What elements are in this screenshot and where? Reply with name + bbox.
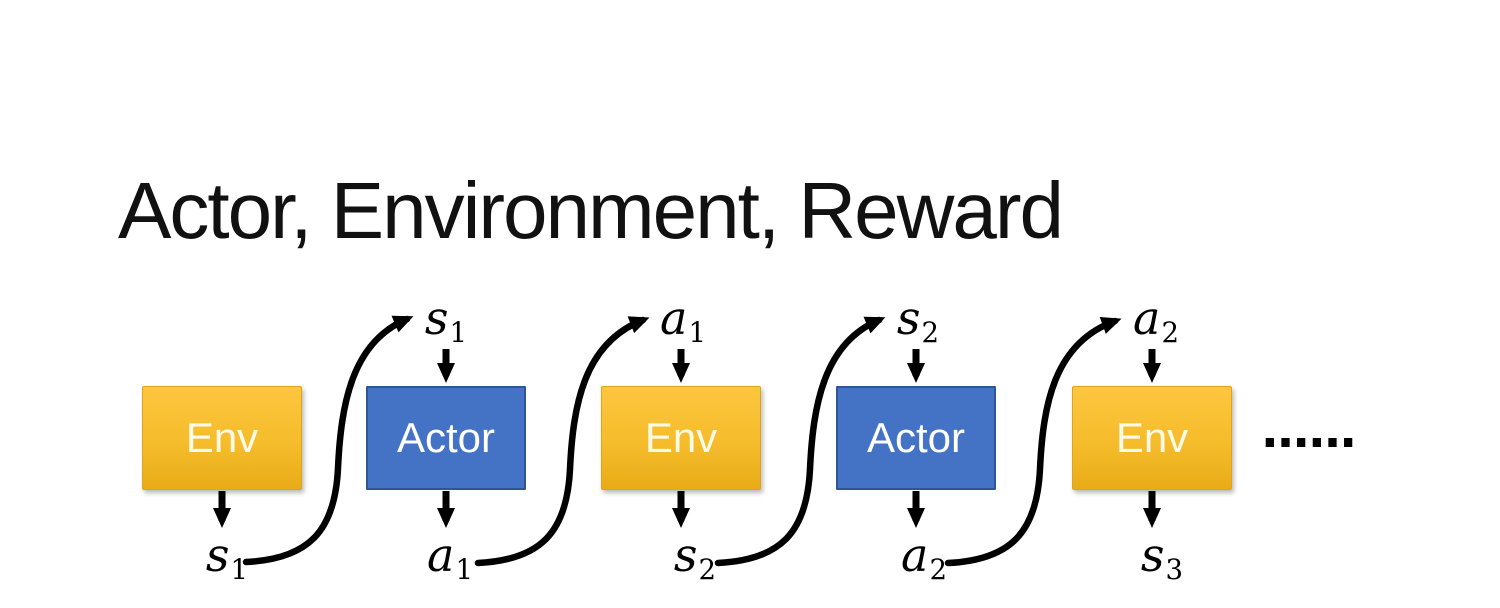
env-box-3: Env	[1072, 386, 1232, 490]
top-label-a2: a2	[1133, 291, 1179, 350]
actor-box-1: Actor	[366, 386, 526, 490]
box-label: Actor	[396, 414, 496, 461]
bottom-label-s3: s3	[1140, 528, 1184, 587]
continuation-ellipsis: ……	[1262, 404, 1356, 459]
top-label-s1: s1	[424, 291, 468, 350]
box-label: Actor	[866, 414, 966, 461]
bottom-label-a2: a2	[901, 528, 947, 587]
bottom-label-s2: s2	[673, 528, 717, 587]
box-label: Env	[1115, 414, 1189, 461]
bottom-label-s1: s1	[205, 528, 249, 587]
page-title: Actor, Environment, Reward	[118, 165, 1064, 255]
top-label-a1: a1	[660, 291, 706, 350]
actor-box-2: Actor	[836, 386, 996, 490]
env-box-1: Env	[142, 386, 302, 490]
top-label-s2: s2	[896, 291, 940, 350]
bottom-label-a1: a1	[427, 528, 473, 587]
box-label: Env	[185, 414, 259, 461]
env-box-2: Env	[601, 386, 761, 490]
box-label: Env	[644, 414, 718, 461]
